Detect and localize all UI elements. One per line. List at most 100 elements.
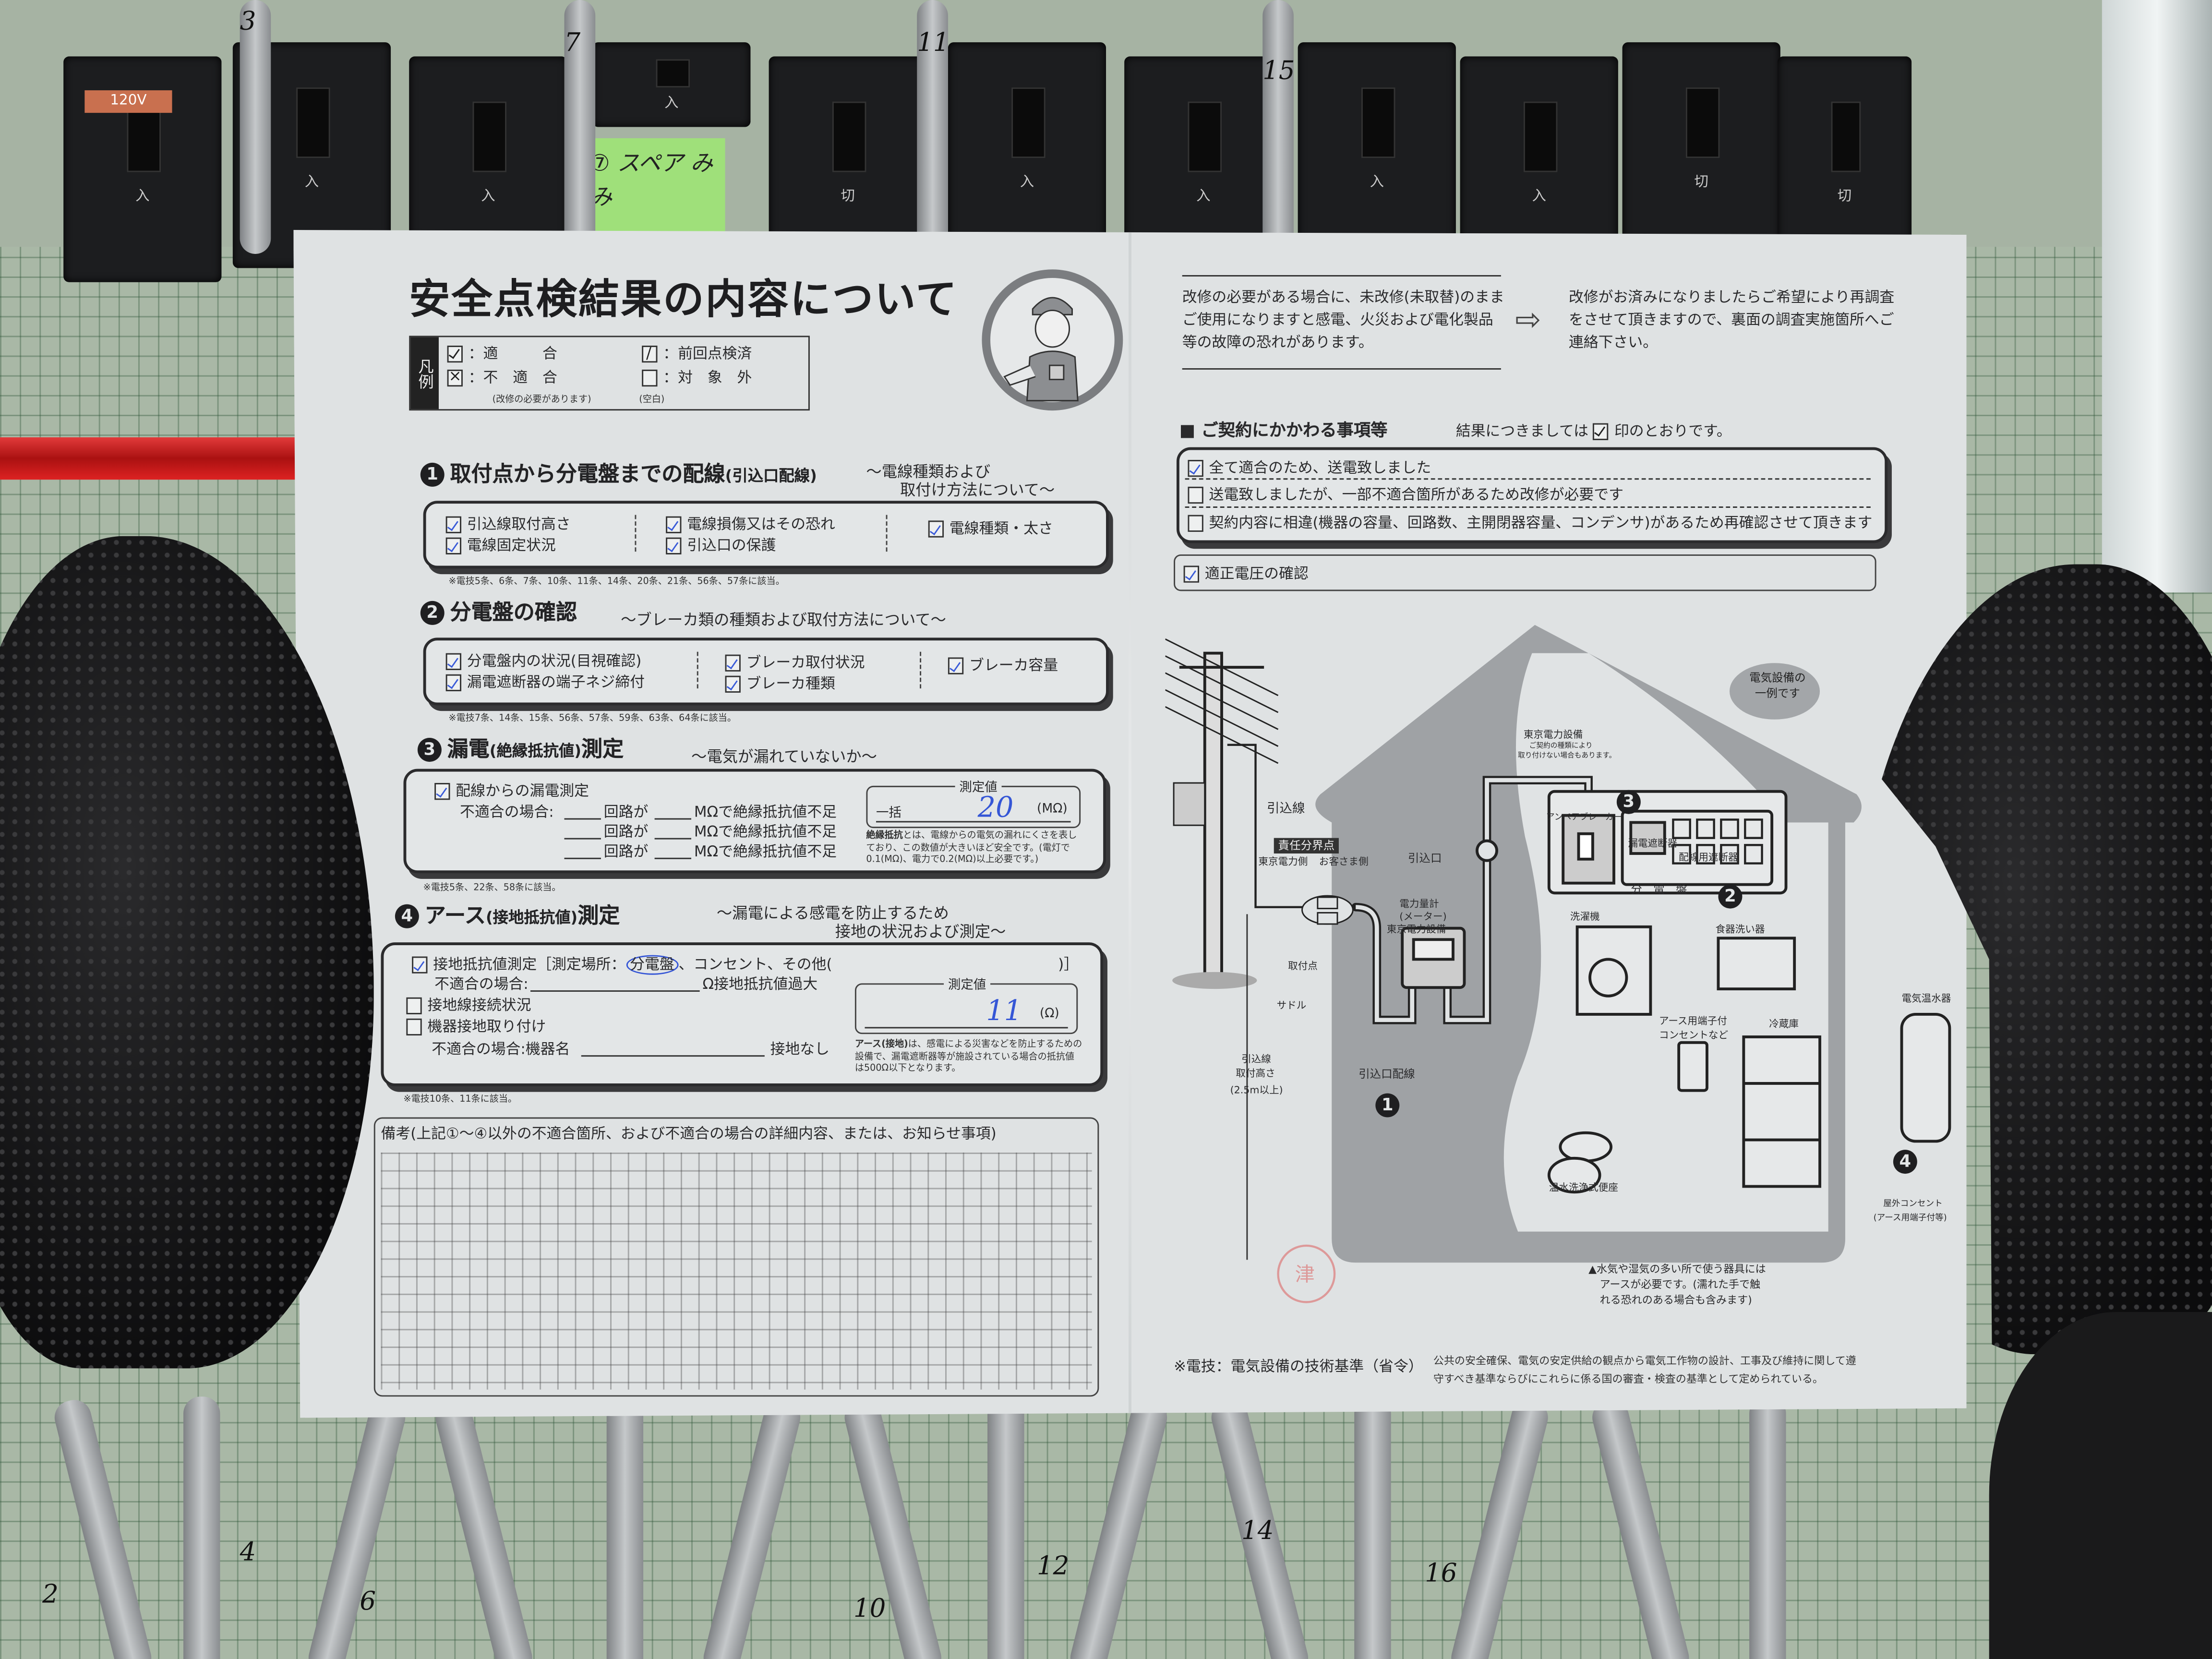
insulation-resistance-value[interactable]: 20 bbox=[977, 790, 1014, 824]
diagram-label-entrance-wiring: 引込口配線 bbox=[1358, 1068, 1415, 1081]
checkbox-empty[interactable] bbox=[406, 997, 422, 1014]
checkbox-checked[interactable] bbox=[666, 516, 682, 533]
checkbox-checked[interactable] bbox=[1183, 565, 1199, 583]
diagram-number-wrap: 1 bbox=[1375, 1091, 1405, 1118]
electrical-equipment-diagram: 津 bbox=[1165, 625, 1951, 1303]
item-label: ブレーカ取付状況 bbox=[746, 654, 865, 672]
insulation-explanation: 絶縁抵抗とは、電線からの電気の漏れにくさを表しており、この数値が大きいほど安全で… bbox=[866, 830, 1085, 866]
mini-breaker bbox=[1696, 844, 1715, 865]
section-title: アース bbox=[424, 902, 486, 928]
item-label: 送電致しましたが、一部不適合箇所があるため改修が必要です bbox=[1209, 486, 1623, 504]
legend-nonconform-note: (改修の必要があります) bbox=[492, 393, 591, 405]
blank-line bbox=[530, 990, 700, 992]
item-label-rest: 、コンセント、その他( bbox=[678, 956, 832, 974]
checklist-item: 引込口の保護 bbox=[666, 535, 776, 556]
checklist-item: 電線固定状況 bbox=[445, 535, 556, 556]
nonconform-suffix: Ω接地抵抗値過大 bbox=[702, 976, 818, 993]
section4-subtitle-2: 接地の状況および測定～ bbox=[835, 922, 1006, 941]
water-heater-icon bbox=[1900, 1013, 1951, 1143]
diagram-label-washer: 洗濯機 bbox=[1570, 911, 1600, 923]
item-label: ブレーカ種類 bbox=[746, 675, 835, 693]
checkbox-checked[interactable] bbox=[948, 657, 964, 674]
blank-line bbox=[564, 838, 601, 840]
checkbox-checked[interactable] bbox=[412, 956, 428, 974]
checkbox-empty[interactable] bbox=[1188, 486, 1203, 504]
circuit-breaker: 入 bbox=[592, 42, 751, 127]
mini-breaker bbox=[1672, 818, 1691, 839]
blank-line bbox=[564, 818, 601, 820]
checkbox-checked[interactable] bbox=[445, 674, 461, 692]
checkbox-checked[interactable] bbox=[445, 653, 461, 670]
result-post: 印のとおりです。 bbox=[1614, 423, 1731, 440]
cable bbox=[1067, 1396, 1171, 1659]
dotted-divider bbox=[1185, 478, 1871, 480]
power-meter-icon bbox=[1401, 926, 1466, 989]
circuit-breaker: 切 bbox=[1622, 42, 1780, 268]
blank-line bbox=[581, 1055, 765, 1057]
circuit-number-label: 6 bbox=[360, 1587, 376, 1617]
divider-line bbox=[1182, 368, 1501, 370]
cable bbox=[700, 1396, 804, 1659]
checkbox-checked[interactable] bbox=[434, 783, 450, 800]
warning-text: 改修の必要がある場合に、未改修(未取替)のままご使用になりますと感電、火災および… bbox=[1182, 289, 1504, 351]
breaker-label: 切 bbox=[1837, 188, 1852, 204]
result-label: MΩで絶縁抵抗値不足 bbox=[694, 804, 837, 821]
checklist-item: ブレーカ種類 bbox=[725, 673, 835, 694]
checkbox-checked[interactable] bbox=[725, 654, 741, 672]
breaker-label: 入 bbox=[1532, 188, 1546, 204]
circuit-number-label: 12 bbox=[1037, 1551, 1070, 1582]
check-mark-icon bbox=[1593, 423, 1609, 440]
checkbox-checked[interactable] bbox=[1188, 460, 1203, 477]
diagram-number-badge: 3 bbox=[1616, 790, 1641, 814]
item-label: 接地抵抗値測定［測定場所： bbox=[433, 956, 626, 974]
diagram-label-leakage-breaker: 漏電遮断器 bbox=[1628, 838, 1678, 850]
measurement-unit: (MΩ) bbox=[1037, 803, 1068, 817]
breaker-label: 切 bbox=[1694, 174, 1708, 190]
cable bbox=[917, 0, 948, 254]
checkbox-checked[interactable] bbox=[928, 520, 944, 538]
section2-note: ※電技7条、14条、15条、56条、57条、59条、63条、64条に該当。 bbox=[448, 712, 737, 724]
legend-text: ：適 合 bbox=[468, 346, 557, 363]
circuit-number-label: 7 bbox=[564, 28, 581, 58]
checkbox-checked[interactable] bbox=[445, 537, 461, 554]
checkbox-checked[interactable] bbox=[666, 537, 682, 554]
checklist-item: 漏電遮断器の端子ネジ締付 bbox=[445, 672, 645, 693]
footnote-line-1: 公共の安全確保、電気の安定供給の観点から電気工作物の設計、工事及び維持に関して遵 bbox=[1433, 1354, 1856, 1367]
checkbox-checked[interactable] bbox=[445, 516, 461, 533]
checkbox-empty[interactable] bbox=[1188, 515, 1203, 532]
checklist-item: 引込線取付高さ bbox=[445, 514, 571, 535]
diagram-label-meter-1: 電力量計 bbox=[1399, 899, 1439, 910]
mini-breaker bbox=[1672, 844, 1691, 865]
breaker-label: 切 bbox=[841, 188, 855, 204]
dishwasher-icon bbox=[1717, 937, 1796, 991]
mini-breaker bbox=[1720, 818, 1739, 839]
circuit-number-label: 16 bbox=[1425, 1559, 1457, 1589]
section1-subtitle-1: ～電線種類および bbox=[866, 462, 991, 481]
diagram-label-note-2: アースが必要です。(濡れた手で触 bbox=[1599, 1278, 1761, 1291]
diagram-label-utility-side: 東京電力側 bbox=[1258, 856, 1308, 868]
cable bbox=[1354, 1396, 1391, 1659]
mini-breaker bbox=[1744, 844, 1763, 865]
divider bbox=[920, 651, 922, 689]
number-badge: 2 bbox=[420, 601, 445, 625]
contract-title: ご契約にかかわる事項等 bbox=[1201, 420, 1388, 440]
diagram-label-meter-2: (メーター) bbox=[1399, 911, 1447, 923]
arm-sleeve bbox=[1989, 1312, 2212, 1659]
inspector-mascot-icon bbox=[982, 269, 1123, 411]
diagram-label-attach-point: 取付点 bbox=[1288, 961, 1318, 972]
circuit-label: 回路が bbox=[603, 843, 649, 861]
breaker-label: 入 bbox=[135, 188, 150, 204]
item-close-bracket: )］ bbox=[1058, 956, 1079, 974]
checkbox-checked[interactable] bbox=[725, 675, 741, 693]
seal-stamp bbox=[1277, 1244, 1336, 1303]
ground-resistance-value[interactable]: 11 bbox=[986, 993, 1022, 1027]
remarks-box[interactable]: 備考(上記①～④以外の不適合箇所、および不適合の場合の詳細内容、または、お知らせ… bbox=[373, 1117, 1099, 1397]
diagram-number-wrap: 4 bbox=[1893, 1147, 1923, 1174]
cable bbox=[606, 1396, 644, 1659]
checkbox-empty[interactable] bbox=[406, 1018, 422, 1036]
paper-fold bbox=[1129, 230, 1131, 1418]
measurement-unit: (Ω) bbox=[1039, 1007, 1059, 1022]
